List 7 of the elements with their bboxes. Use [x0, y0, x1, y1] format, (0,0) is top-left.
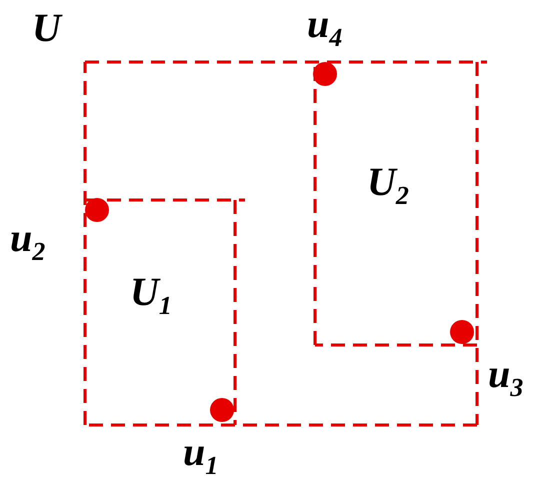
- region-label: U$_{1}$: [130, 270, 172, 322]
- point-label: u$_{3}$: [488, 352, 524, 404]
- region-label: U$_{2}$: [367, 160, 409, 212]
- point-label: u$_{4}$: [307, 2, 342, 54]
- point-label: u$_{1}$: [183, 430, 218, 482]
- point-label: u$_{2}$: [10, 216, 46, 268]
- region-label: U: [32, 6, 61, 50]
